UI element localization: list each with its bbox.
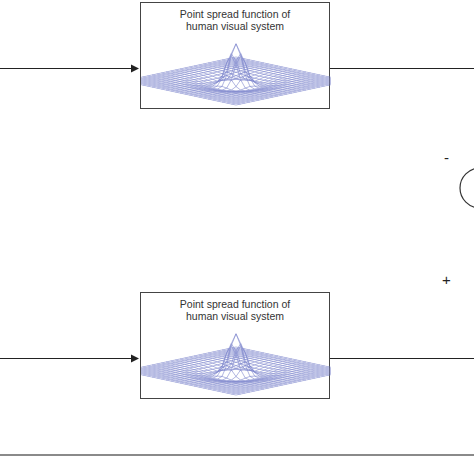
mesh-line <box>213 352 325 376</box>
mesh-line <box>180 334 292 383</box>
mesh-line <box>222 368 331 392</box>
mesh-line <box>213 62 325 86</box>
mesh-line <box>180 44 292 93</box>
mesh-line <box>161 65 273 89</box>
mesh-line <box>231 370 331 394</box>
sign-label: + <box>442 272 451 288</box>
mesh-line <box>227 79 331 103</box>
mesh-line <box>236 81 331 105</box>
mesh-line <box>143 77 255 101</box>
output-line <box>330 358 474 359</box>
box-title: Point spread function of human visual sy… <box>165 8 305 32</box>
mesh-line <box>236 371 331 395</box>
box-title: Point spread function of human visual sy… <box>165 298 305 322</box>
mesh-line <box>213 366 325 390</box>
mesh-line <box>217 77 329 101</box>
mesh-line <box>231 80 331 104</box>
process-box: Point spread function of human visual sy… <box>140 2 330 109</box>
bottom-rule <box>0 454 474 456</box>
mesh-line <box>147 352 259 376</box>
arrowhead <box>131 65 139 73</box>
mesh-line <box>147 62 259 86</box>
sign-label: - <box>444 150 449 166</box>
arrowhead <box>131 355 139 363</box>
mesh-line <box>161 355 273 379</box>
mesh-line <box>213 76 325 100</box>
mesh-line <box>227 369 331 393</box>
summing-junction <box>460 168 474 208</box>
mesh-line <box>222 78 331 102</box>
input-line <box>0 358 132 359</box>
output-line <box>330 68 474 69</box>
mesh-line <box>143 367 255 391</box>
process-box: Point spread function of human visual sy… <box>140 292 330 399</box>
input-line <box>0 68 132 69</box>
mesh-line <box>217 367 329 391</box>
